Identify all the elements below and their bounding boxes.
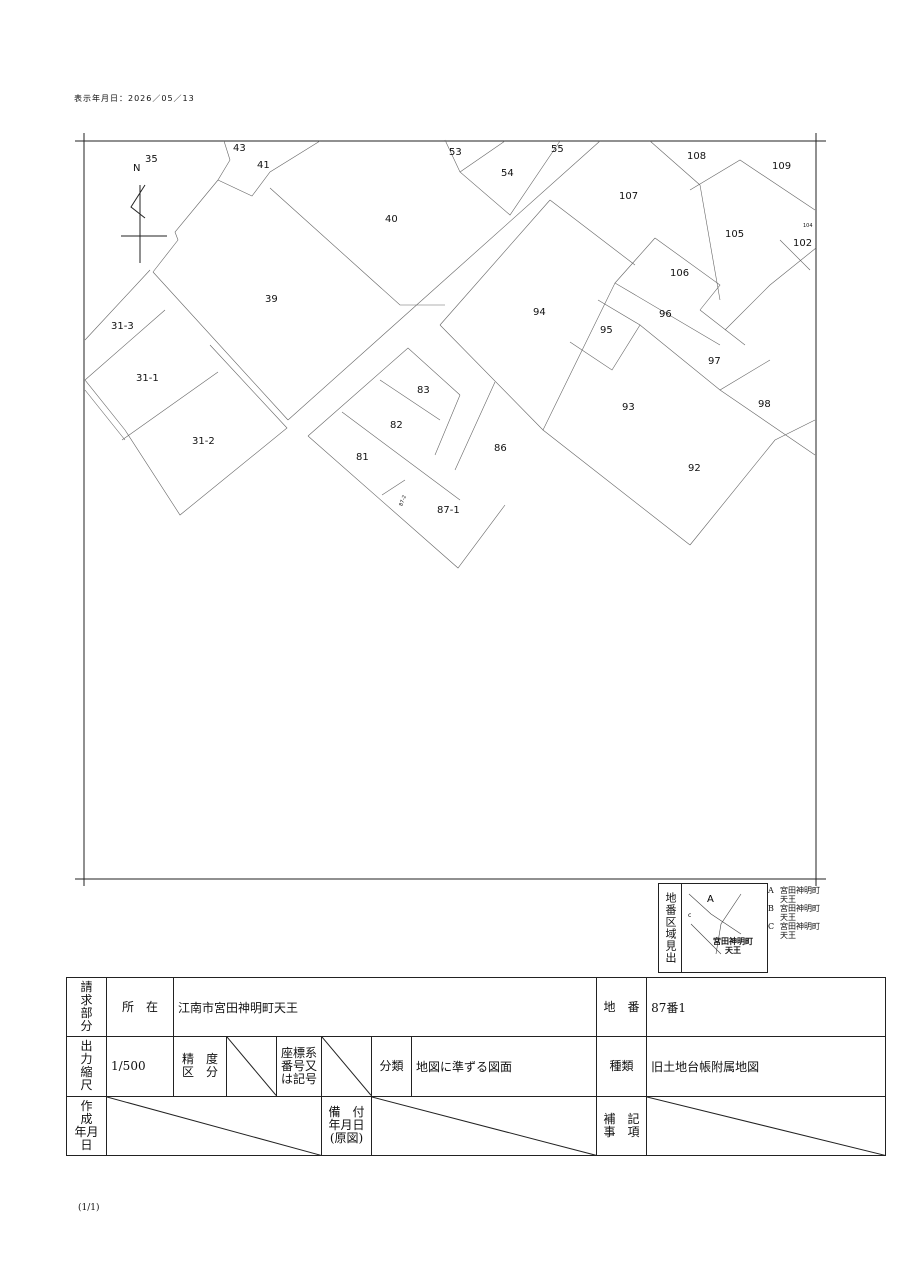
parcel-label: 106 <box>670 268 689 279</box>
attached-date-value <box>370 1095 598 1157</box>
parcel-label: 93 <box>622 402 635 413</box>
request-section-label: 請 求部 分 <box>66 976 107 1038</box>
page-number: (1/1) <box>78 1203 100 1213</box>
index-place-name: 宮田神明町 天王 <box>713 937 753 955</box>
parcel-label: 31-3 <box>111 321 134 332</box>
parcel-label: 97 <box>708 356 721 367</box>
coordinate-label: 座標系番号又は記号 <box>276 1036 322 1097</box>
parcel-label: 53 <box>449 147 462 158</box>
parcel-label: 41 <box>257 160 270 171</box>
parcel-label: 104 <box>803 223 813 229</box>
scale-label: 出 力縮 尺 <box>66 1036 107 1097</box>
precision-label: 精 度区 分 <box>173 1036 227 1097</box>
parcel-label: 109 <box>772 161 791 172</box>
parcel-label: 39 <box>265 294 278 305</box>
map-info-form: 請 求部 分 所 在 江南市宮田神明町天王 地 番 87番1 出 力縮 尺 1/… <box>66 976 887 1157</box>
index-map-sketch: A c <box>688 893 742 955</box>
parcel-label: 87-1 <box>437 505 460 516</box>
parcel-label: 35 <box>145 154 158 165</box>
created-date-label: 作 成年月日 <box>66 1095 107 1157</box>
parcel-label: 82 <box>390 420 403 431</box>
classification-label: 分類 <box>371 1036 412 1097</box>
parcel-label: 102 <box>793 238 812 249</box>
attached-date-label: 備 付年月日(原図) <box>321 1095 372 1157</box>
print-date: 表示年月日：2026／05／13 <box>74 94 195 103</box>
map-frame <box>75 133 826 886</box>
remarks-value <box>646 1095 887 1157</box>
parcel-label: 94 <box>533 307 546 318</box>
index-map-title: 地番区域見出 <box>659 884 682 972</box>
parcel-label: 108 <box>687 151 706 162</box>
parcel-label: 55 <box>551 144 564 155</box>
lot-number-value: 87番1 <box>646 976 887 1038</box>
parcel-boundaries <box>84 139 817 569</box>
parcel-label: 105 <box>725 229 744 240</box>
coordinate-value <box>321 1036 372 1097</box>
index-region-a: A <box>707 894 714 905</box>
lot-number-label: 地 番 <box>596 976 648 1038</box>
parcel-label: 83 <box>417 385 430 396</box>
remarks-label: 補 記事 項 <box>596 1095 648 1157</box>
type-label: 種類 <box>596 1036 648 1097</box>
type-value: 旧土地台帳附属地図 <box>646 1036 887 1097</box>
parcel-label: 107 <box>619 191 638 202</box>
precision-value <box>226 1036 277 1097</box>
parcel-label: 40 <box>385 214 398 225</box>
parcel-label: 95 <box>600 325 613 336</box>
parcel-label: 81 <box>356 452 369 463</box>
index-map: 地番区域見出 A c <box>658 883 768 973</box>
parcel-label: 54 <box>501 168 514 179</box>
north-label: N <box>133 163 140 174</box>
parcel-label: 96 <box>659 309 672 320</box>
north-arrow-icon <box>121 184 167 263</box>
created-date-value <box>106 1095 322 1157</box>
location-label: 所 在 <box>106 976 174 1038</box>
location-value: 江南市宮田神明町天王 <box>172 976 598 1038</box>
parcel-label: 31-2 <box>192 436 215 447</box>
parcel-label: 86 <box>494 443 507 454</box>
parcel-label: 43 <box>233 143 246 154</box>
cadastral-map: N 35 <box>75 133 826 886</box>
index-region-c: c <box>688 912 691 919</box>
parcel-label: 92 <box>688 463 701 474</box>
scale-value: 1/500 <box>106 1036 174 1097</box>
classification-value: 地図に準ずる図面 <box>410 1036 598 1097</box>
parcel-label: 87-2 <box>398 494 408 507</box>
parcel-label: 98 <box>758 399 771 410</box>
parcel-label: 31-1 <box>136 373 159 384</box>
